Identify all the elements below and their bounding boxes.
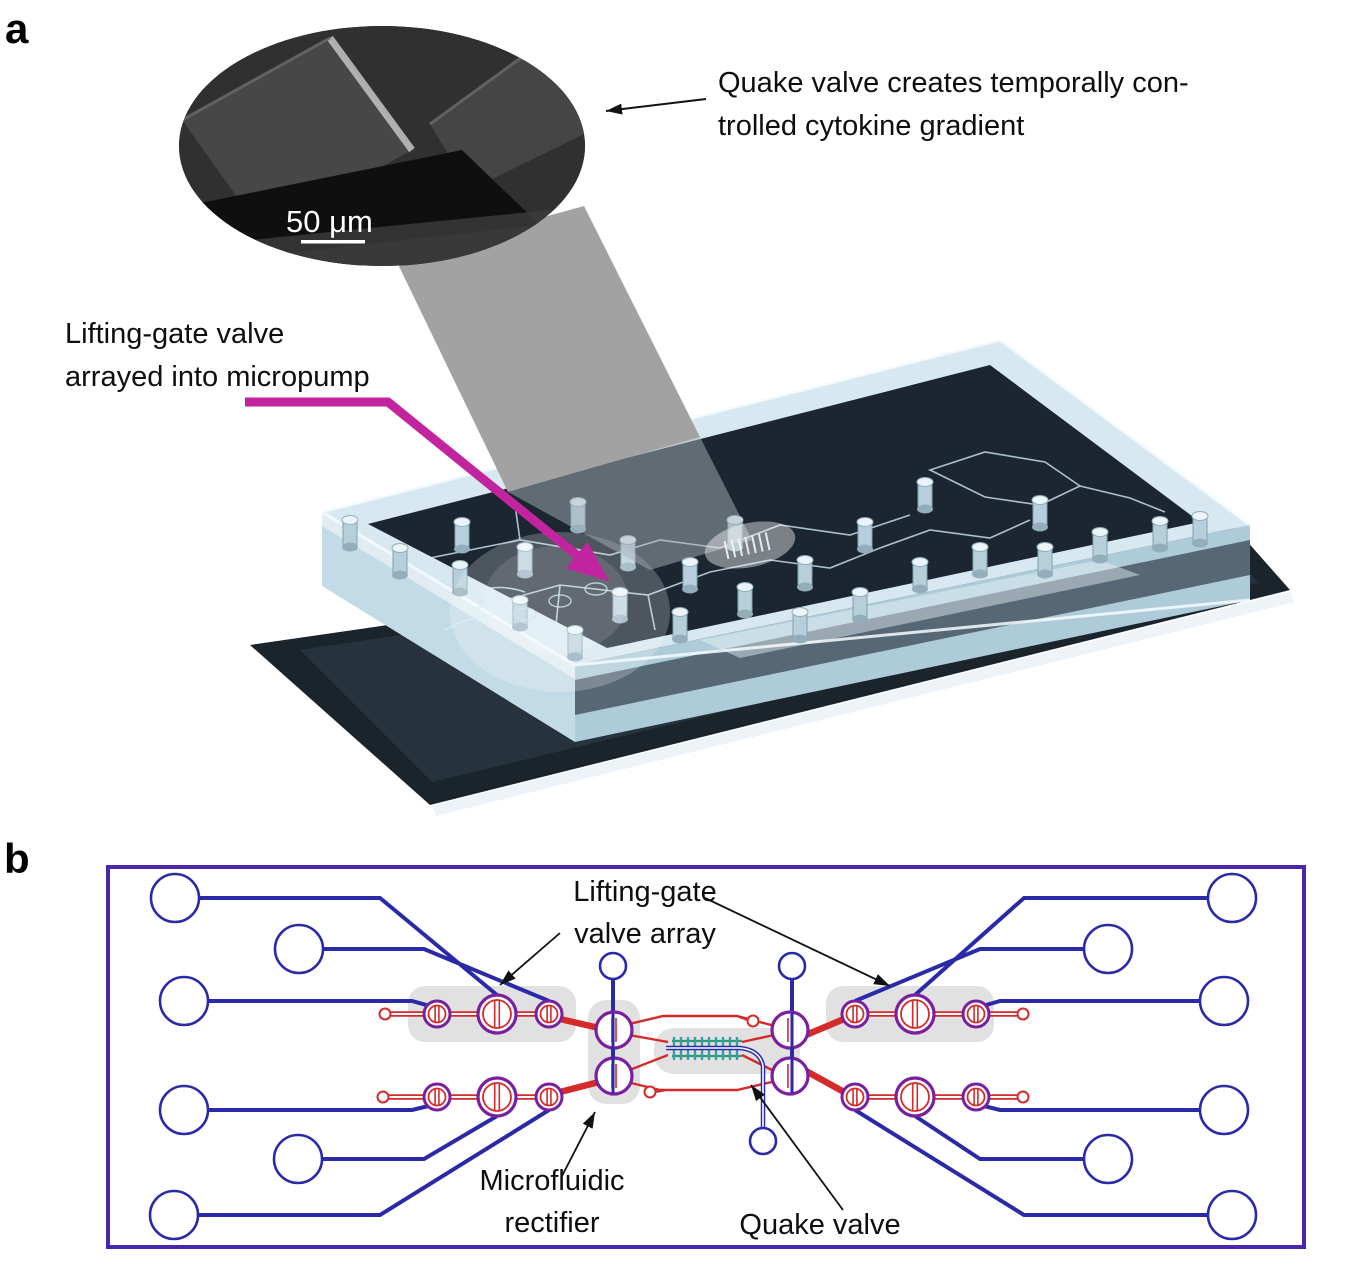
rectifier-label-line2: rectifier bbox=[504, 1207, 600, 1240]
schematic-border bbox=[106, 865, 1306, 1249]
quake-valve-schematic bbox=[666, 1037, 766, 1128]
port-left-6 bbox=[148, 1189, 200, 1241]
chip-photo bbox=[250, 338, 1294, 816]
port-junction-top bbox=[777, 951, 807, 981]
magnification-cone-upper bbox=[395, 206, 700, 492]
rectifier-label: Microfluidic rectifier bbox=[412, 1160, 692, 1245]
fluid-feed-segments bbox=[559, 1015, 846, 1096]
quake-annotation-line2: trolled cytokine gradient bbox=[718, 109, 1025, 142]
port-rectifier-top bbox=[598, 951, 628, 981]
port-right-5 bbox=[1082, 1133, 1134, 1185]
port-right-6 bbox=[1206, 1189, 1258, 1241]
port-left-2 bbox=[273, 923, 325, 975]
sem-scale-label: 50 μm bbox=[286, 204, 373, 239]
port-left-4 bbox=[158, 1084, 210, 1136]
sem-inset: 50 μm bbox=[179, 26, 585, 266]
quake-annotation-arrow bbox=[605, 98, 707, 115]
port-left-3 bbox=[158, 975, 210, 1027]
chip-edge-glare bbox=[322, 512, 575, 679]
tray-front-rim bbox=[432, 592, 1294, 816]
fluid-ports bbox=[148, 872, 1258, 1241]
sem-ridge-left bbox=[182, 38, 412, 232]
port-right-4 bbox=[1198, 1084, 1250, 1136]
lifting-gate-annotation-line1: Lifting-gate valve bbox=[65, 318, 285, 350]
lifting-gate-valve-array-right-bottom bbox=[840, 1076, 991, 1118]
sem-floor bbox=[179, 205, 585, 266]
port-left-5 bbox=[272, 1133, 324, 1185]
panel-a-label: a bbox=[5, 5, 29, 52]
rectifier-label-line1: Microfluidic bbox=[479, 1165, 625, 1197]
quake-annotation-line1: Quake valve creates temporally con- bbox=[718, 67, 1189, 99]
quake-annotation: Quake valve creates temporally con- trol… bbox=[718, 62, 1189, 148]
port-left-1 bbox=[149, 872, 201, 924]
rectifier-control-lines bbox=[611, 1013, 794, 1093]
quake-valve-highlight-photo bbox=[704, 521, 796, 569]
quake-valve-label: Quake valve bbox=[680, 1204, 960, 1246]
valve-array-label-line1: Lifting-gate bbox=[573, 876, 717, 908]
lifting-gate-annotation: Lifting-gate valve arrayed into micropum… bbox=[65, 313, 370, 399]
micropump-pointer-arrow bbox=[245, 397, 610, 582]
valve-array-label: Lifting-gate valve array bbox=[495, 871, 795, 956]
fluid-channel-double-cores bbox=[389, 1013, 1017, 1098]
valve-array-label-line2: valve array bbox=[574, 918, 716, 951]
chip-side-channel-band bbox=[575, 540, 1250, 715]
leader-valve-array-right bbox=[704, 897, 891, 987]
quake-valve-label-text: Quake valve bbox=[739, 1209, 901, 1241]
magnification-cone-lower bbox=[508, 437, 752, 570]
lifting-gate-valve-array-left-bottom bbox=[422, 1076, 564, 1118]
panel-b-schematic bbox=[106, 865, 1306, 1249]
fluid-loop-channels bbox=[626, 1014, 777, 1094]
chip-left-face bbox=[322, 512, 575, 742]
chip-face-glare bbox=[700, 560, 1140, 658]
leader-quake-valve bbox=[750, 1084, 844, 1211]
leader-rectifier bbox=[561, 1111, 596, 1177]
port-right-1 bbox=[1206, 872, 1258, 924]
leader-arrows bbox=[499, 897, 891, 1211]
lifting-gate-annotation-line2: arrayed into micropump bbox=[65, 360, 370, 393]
port-right-2 bbox=[1082, 923, 1134, 975]
port-right-3 bbox=[1198, 975, 1250, 1027]
leader-valve-array-left bbox=[499, 932, 561, 986]
port-quake-control bbox=[748, 1126, 778, 1156]
panel-b-label: b bbox=[4, 835, 30, 882]
sem-scale-bar bbox=[301, 240, 365, 244]
sem-ridge-edge-highlight bbox=[327, 35, 415, 153]
